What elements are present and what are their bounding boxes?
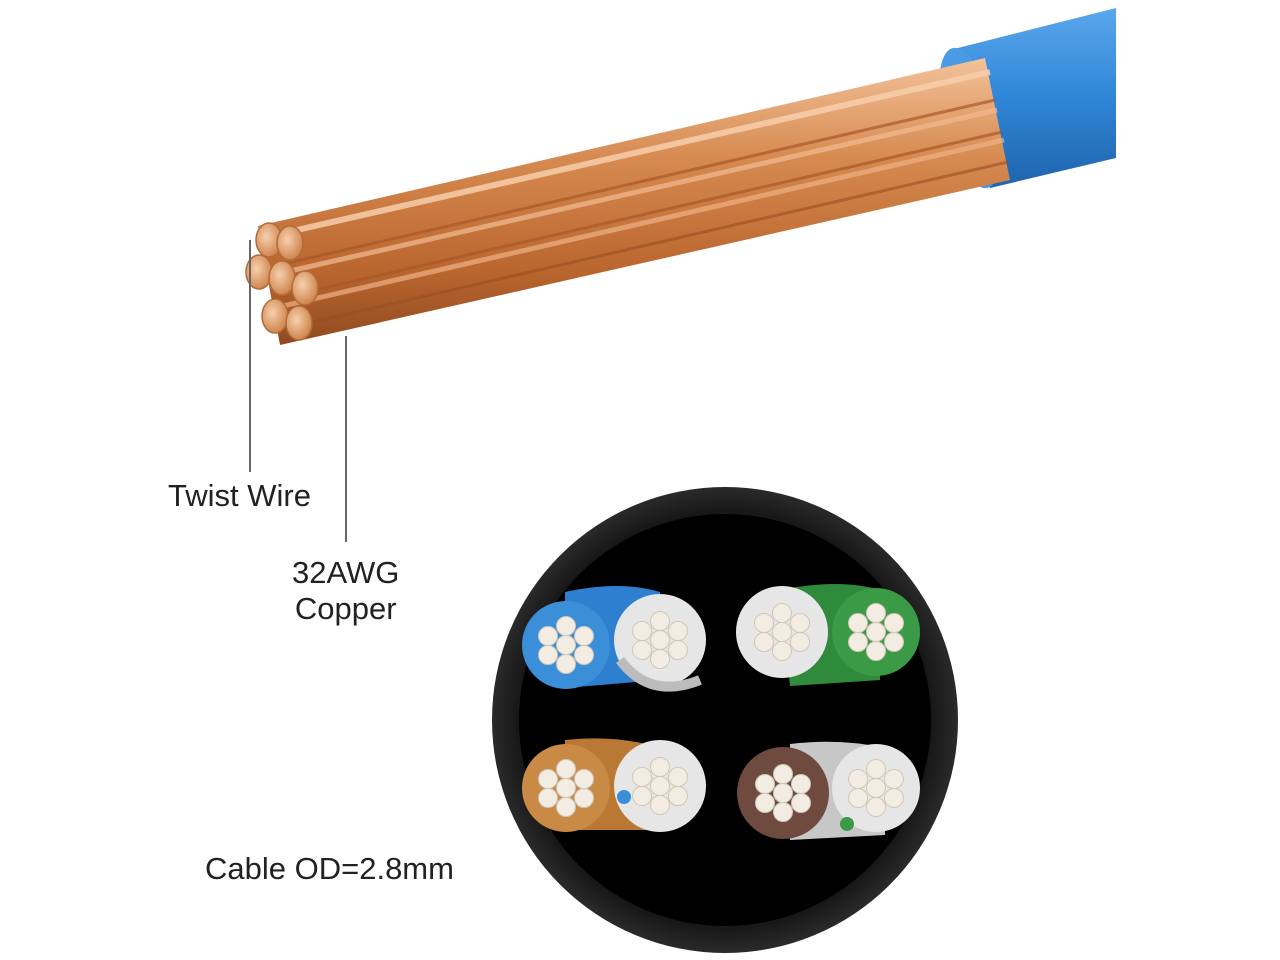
conductor-strand	[773, 764, 793, 784]
conductor-strand	[848, 632, 868, 652]
conductor-strand	[790, 632, 810, 652]
conductor-strand	[791, 793, 811, 813]
conductor-strand	[755, 774, 775, 794]
conductor-strand	[866, 797, 886, 817]
conductor-strand	[754, 632, 774, 652]
conductor-strand	[884, 613, 904, 633]
conductor-strand	[538, 788, 558, 808]
conductor-strand	[650, 757, 670, 777]
conductor-strand	[650, 630, 670, 650]
conductor-strand	[754, 613, 774, 633]
conductor-strand	[632, 621, 652, 641]
conductor-strand	[650, 649, 670, 669]
conductor-strand	[668, 786, 688, 806]
conductor-strand	[884, 632, 904, 652]
conductor-strand	[574, 645, 594, 665]
conductor-strand	[866, 603, 886, 623]
conductor-strand	[866, 622, 886, 642]
conductor-strand	[556, 635, 576, 655]
conductor-strand	[772, 641, 792, 661]
conductor-strand	[632, 767, 652, 787]
conductor-strands	[538, 603, 904, 822]
awg-label: 32AWG	[292, 555, 400, 590]
conductor-strand	[866, 641, 886, 661]
conductor-strand	[790, 613, 810, 633]
conductor-strand	[668, 621, 688, 641]
conductor-strand	[538, 645, 558, 665]
conductor-strand	[556, 759, 576, 779]
copper-strands	[245, 58, 1010, 345]
conductor-strand	[650, 795, 670, 815]
twist-wire-label: Twist Wire	[168, 478, 311, 513]
conductor-strand	[556, 797, 576, 817]
conductor-strand	[632, 786, 652, 806]
awg-copper-label: 32AWG Copper	[292, 555, 399, 627]
conductor-strand	[650, 776, 670, 796]
conductor-strand	[884, 788, 904, 808]
conductor-strand	[538, 769, 558, 789]
cable-cross-section	[492, 487, 958, 953]
copper-label: Copper	[294, 591, 397, 626]
conductor-strand	[556, 616, 576, 636]
conductor-strand	[668, 767, 688, 787]
conductor-strand	[574, 788, 594, 808]
conductor-strand	[556, 654, 576, 674]
conductor-strand	[668, 640, 688, 660]
conductor-strand	[884, 769, 904, 789]
conductor-strand	[755, 793, 775, 813]
conductor-strand	[791, 774, 811, 794]
cable-od-label: Cable OD=2.8mm	[205, 851, 454, 886]
conductor-strand	[773, 783, 793, 803]
conductor-strand	[632, 640, 652, 660]
conductor-strand	[866, 778, 886, 798]
conductor-strand	[866, 759, 886, 779]
conductor-strand	[848, 788, 868, 808]
conductor-strand	[574, 626, 594, 646]
conductor-strand	[772, 622, 792, 642]
conductor-strand	[538, 626, 558, 646]
conductor-strand	[574, 769, 594, 789]
conductor-strand	[773, 802, 793, 822]
conductor-strand	[848, 613, 868, 633]
conductor-strand	[772, 603, 792, 623]
conductor-strand	[650, 611, 670, 631]
conductor-strand	[556, 778, 576, 798]
conductor-strand	[848, 769, 868, 789]
